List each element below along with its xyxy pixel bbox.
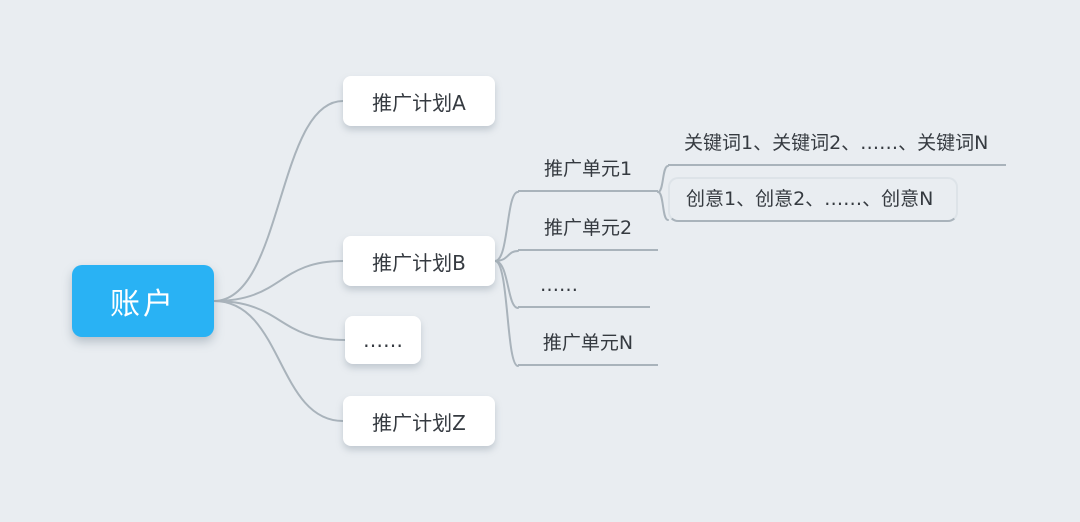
node-unit-1[interactable]: 推广单元1 <box>518 157 658 192</box>
connector-campaign-b-unit-1 <box>494 191 519 262</box>
connector-unit-1-creatives <box>657 191 669 221</box>
connector-root-campaign-z <box>213 300 344 422</box>
node-account[interactable]: 账户 <box>72 265 214 337</box>
node-campaign-a[interactable]: 推广计划A <box>343 76 495 126</box>
connector-root-campaign-dots <box>213 300 346 341</box>
node-unit-2[interactable]: 推广单元2 <box>518 216 658 251</box>
node-creatives[interactable]: 创意1、创意2、……、创意N <box>668 177 958 222</box>
node-campaign-ellipsis[interactable]: …… <box>345 316 421 364</box>
node-campaign-z[interactable]: 推广计划Z <box>343 396 495 446</box>
node-unit-n[interactable]: 推广单元N <box>518 331 658 366</box>
connector-root-campaign-a <box>213 100 344 302</box>
node-unit-ellipsis[interactable]: …… <box>518 273 650 308</box>
node-keywords[interactable]: 关键词1、关键词2、……、关键词N <box>668 131 1006 166</box>
connector-unit-1-keywords <box>657 165 669 193</box>
connector-campaign-b-unit-n <box>494 260 519 367</box>
connector-root-campaign-b <box>213 260 344 302</box>
connector-campaign-b-unit-2 <box>494 250 519 262</box>
node-campaign-b[interactable]: 推广计划B <box>343 236 495 286</box>
